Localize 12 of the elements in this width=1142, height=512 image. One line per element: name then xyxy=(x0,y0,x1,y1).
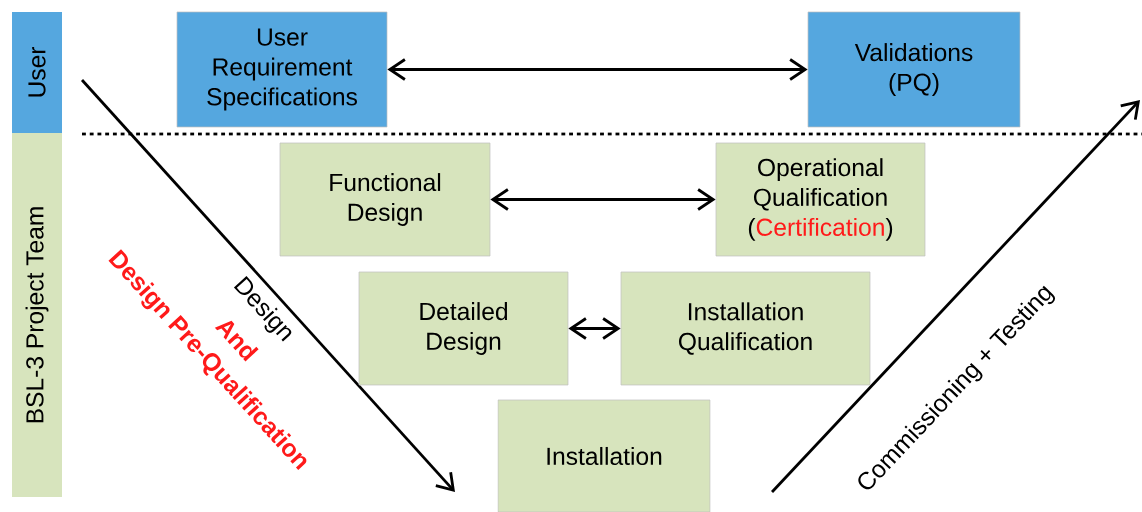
process-box: Functional Design xyxy=(279,142,491,257)
process-box: Installation xyxy=(497,399,711,512)
process-box: Installation Qualification xyxy=(620,271,871,386)
arrow xyxy=(568,317,621,340)
process-box: Detailed Design xyxy=(358,271,569,386)
arrow xyxy=(387,58,808,81)
process-box: Validations (PQ) xyxy=(807,11,1021,128)
arrow xyxy=(490,188,716,211)
lane-band: User xyxy=(12,12,62,133)
process-box: Operational Qualification (Certification) xyxy=(715,142,926,257)
lane-band: BSL-3 Project Team xyxy=(12,133,62,497)
process-box: User Requirement Specifications xyxy=(176,11,388,128)
